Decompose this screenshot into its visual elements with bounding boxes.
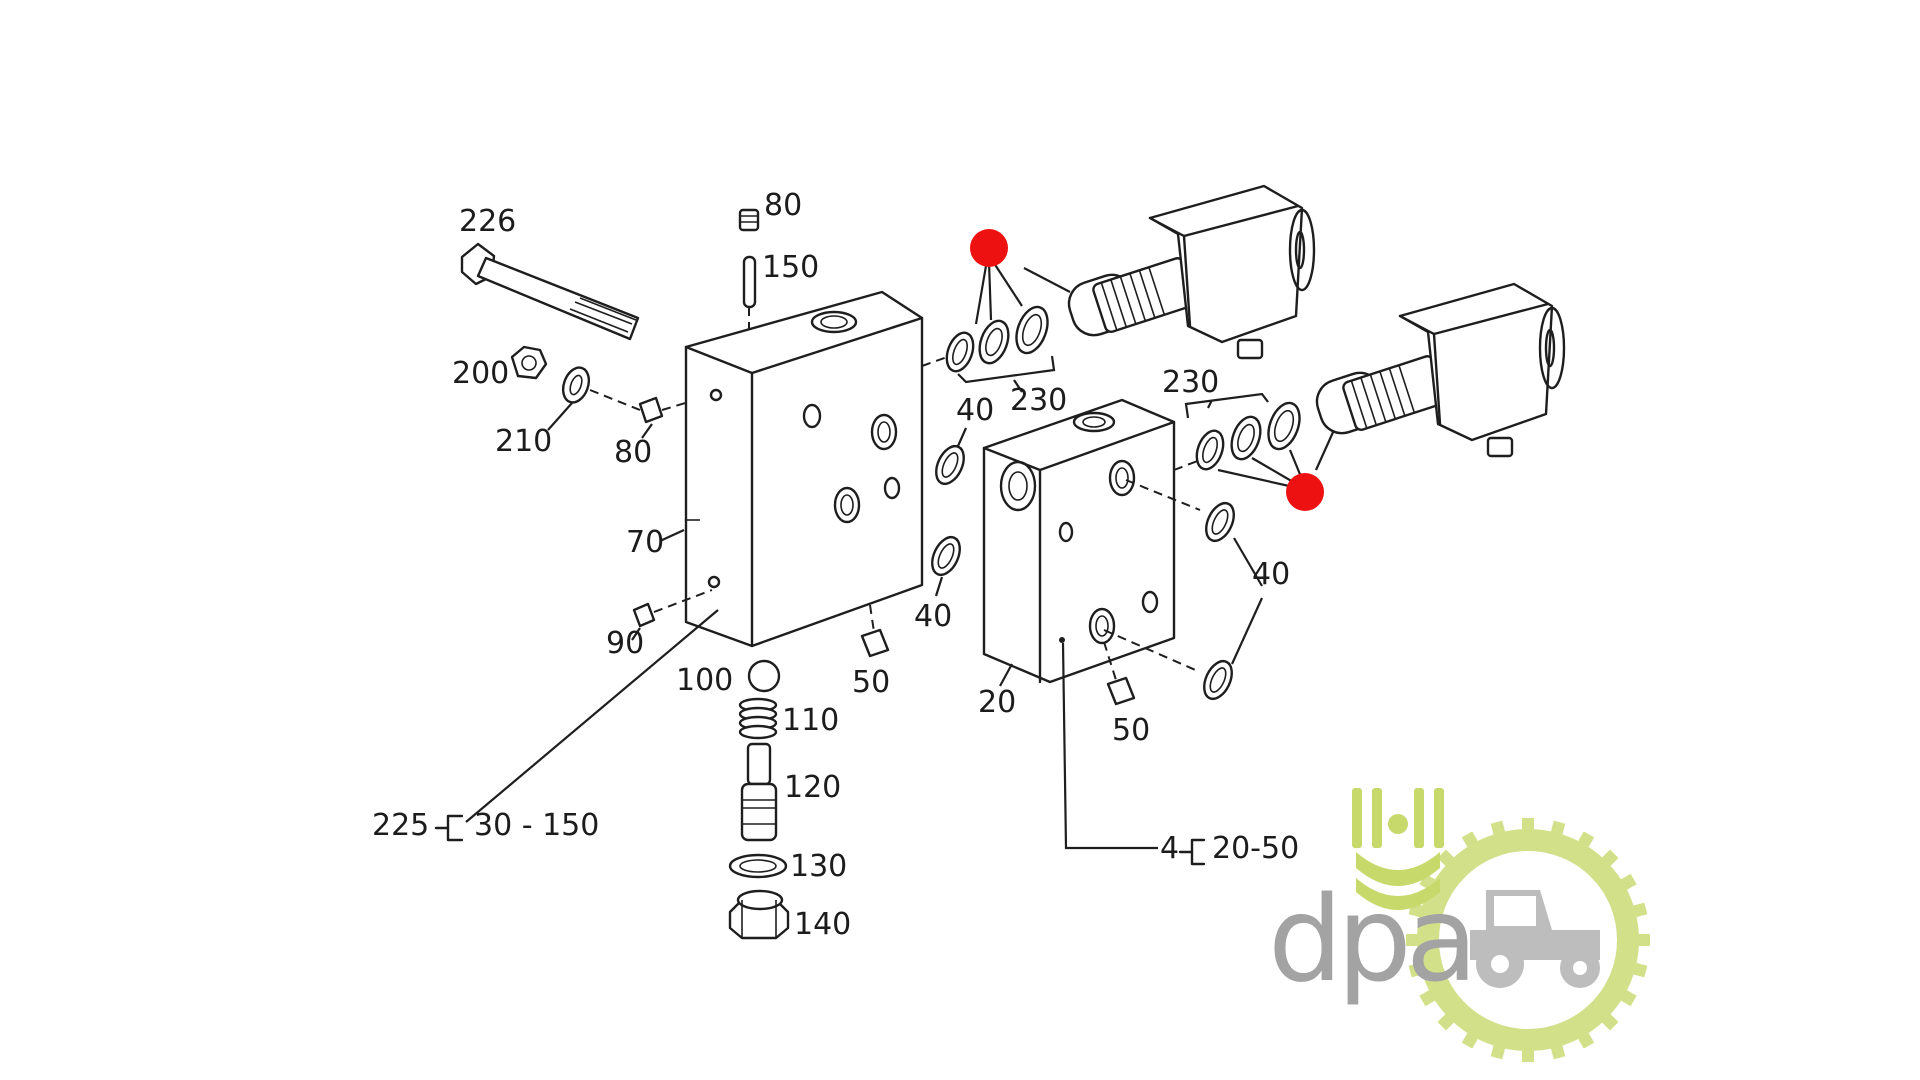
pin-150	[742, 255, 757, 309]
label-226: 226	[459, 204, 516, 239]
spring-110	[738, 697, 778, 740]
label-80-top: 80	[764, 188, 802, 223]
tractor-icon	[1470, 890, 1600, 988]
label-4: 4	[1160, 831, 1179, 866]
highlight-marker-upper	[970, 229, 1008, 267]
plug-90	[632, 602, 656, 628]
label-230-b: 230	[1162, 365, 1219, 400]
plug-50-a	[860, 628, 890, 658]
label-230-a: 230	[1010, 383, 1067, 418]
label-80-left: 80	[614, 435, 652, 470]
valve-block-20	[982, 398, 1176, 684]
solenoid-valve-lower	[1315, 282, 1566, 458]
plug-80-top	[738, 208, 760, 232]
ball-100	[747, 659, 781, 693]
label-140: 140	[794, 907, 851, 942]
seal-kit-230-lower	[1195, 401, 1301, 471]
nut-200	[510, 345, 548, 380]
label-40-b: 40	[914, 599, 952, 634]
seal-130	[728, 853, 788, 879]
label-50-b: 50	[1112, 713, 1150, 748]
highlight-marker-lower	[1286, 473, 1324, 511]
seal-kit-230-upper	[945, 305, 1049, 373]
label-150: 150	[762, 250, 819, 285]
plunger-120	[740, 742, 778, 842]
wheat-icon	[1352, 788, 1444, 910]
plug-140	[728, 889, 790, 940]
label-110: 110	[782, 703, 839, 738]
label-225: 225	[372, 808, 429, 843]
o-ring-40-left-top	[935, 444, 965, 486]
bolt-226	[460, 242, 640, 341]
valve-block-70	[684, 290, 924, 648]
label-70: 70	[626, 525, 664, 560]
plug-50-b	[1106, 676, 1136, 706]
dpa-logo: dpa	[1268, 788, 1650, 1062]
label-200: 200	[452, 356, 509, 391]
label-20: 20	[978, 685, 1016, 720]
label-120: 120	[784, 770, 841, 805]
plug-80-left	[638, 396, 664, 424]
label-40-c: 40	[1252, 557, 1290, 592]
o-ring-40-right-top	[1205, 501, 1235, 543]
label-90: 90	[606, 626, 644, 661]
label-4-range: 20-50	[1212, 831, 1299, 866]
solenoid-valve-upper	[1067, 184, 1316, 360]
label-40-a: 40	[956, 393, 994, 428]
label-100: 100	[676, 663, 733, 698]
label-50-a: 50	[852, 665, 890, 700]
o-ring-40-left-bottom	[931, 535, 961, 577]
label-225-range: 30 - 150	[474, 808, 599, 843]
washer-210	[561, 366, 591, 404]
label-130: 130	[790, 849, 847, 884]
o-ring-40-right-bottom	[1203, 659, 1233, 701]
gear-icon	[1406, 818, 1650, 1062]
logo-text: dpa	[1268, 870, 1472, 1008]
label-210: 210	[495, 424, 552, 459]
